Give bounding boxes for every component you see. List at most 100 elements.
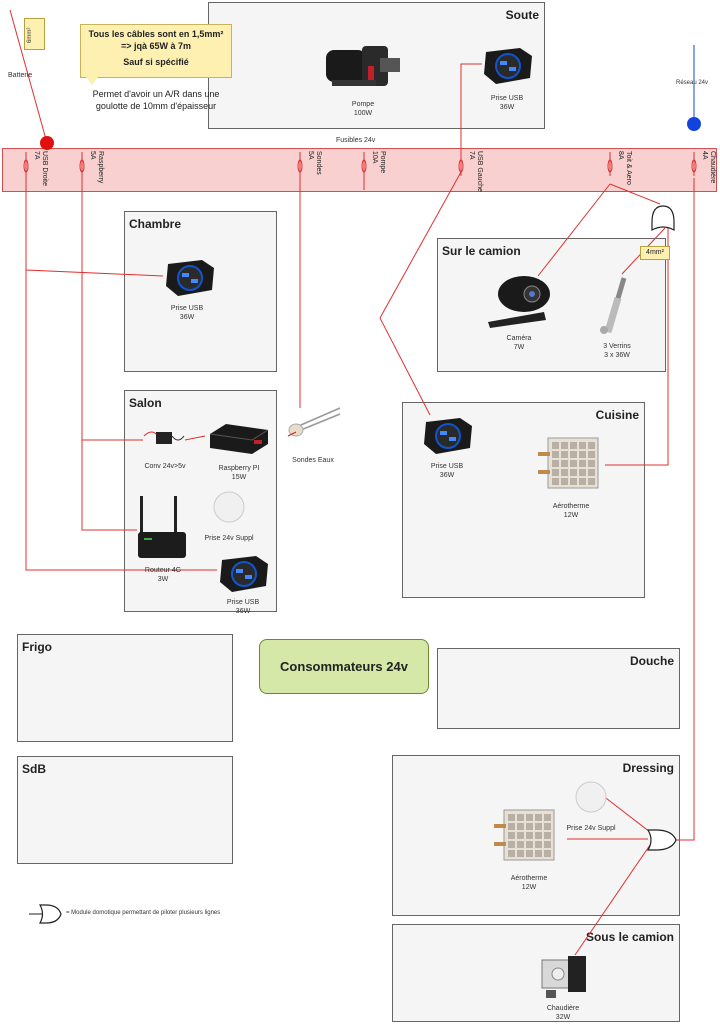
room-title: Dressing [622, 761, 674, 775]
device-power: 36W [179, 314, 195, 321]
wire-size-tag: 4mm² [640, 246, 670, 260]
device-name: Raspberry PI [218, 465, 260, 472]
device-caption: Caméra 7W [496, 334, 542, 352]
device-caption: Prise USB 36W [484, 94, 530, 112]
note-line: Sauf si spécifié [123, 57, 189, 67]
boiler-icon [538, 950, 590, 1002]
device-caption: Prise USB 36W [164, 304, 210, 322]
converter-icon [142, 422, 186, 456]
note-line: Tous les câbles sont en 1,5mm² [88, 29, 224, 39]
heater-icon [492, 804, 564, 872]
device-caption: Routeur 4G 3W [140, 566, 186, 584]
device-power: 12W [521, 884, 537, 891]
device-name: Chaudière [546, 1005, 580, 1012]
duct-note: Permet d'avoir un A/R dans une goulotte … [80, 88, 232, 112]
center-label: Consommateurs 24v [280, 659, 408, 674]
network-node [687, 117, 701, 131]
device-name: Prise USB [226, 599, 260, 606]
note-line: goulotte de 10mm d'épaisseur [95, 101, 217, 111]
device-power: 3 x 36W [604, 352, 630, 359]
device-power: 12W [563, 512, 579, 519]
actuator-icon [596, 272, 636, 336]
room-sous-le-camion: Sous le camion [392, 924, 680, 1022]
fuse-rating: 8A [617, 151, 624, 160]
room-title: SdB [22, 762, 46, 776]
cable-note: Tous les câbles sont en 1,5mm² => jqà 65… [80, 24, 232, 78]
room-title: Sur le camion [442, 244, 521, 258]
legend-text: = Module domotique permettant de piloter… [66, 910, 221, 916]
device-name: Pompe [351, 101, 375, 108]
device-caption: Aérotherme 12W [504, 874, 554, 892]
device-power: 15W [231, 474, 247, 481]
room-frigo: Frigo [17, 634, 233, 742]
room-title: Soute [505, 8, 539, 22]
device-caption: Sondes Eaux [292, 457, 334, 464]
room-title: Salon [129, 396, 162, 410]
device-caption: Chaudière 32W [540, 1004, 586, 1022]
room-title: Cuisine [595, 408, 639, 422]
device-caption: 3 Verrins 3 x 36W [594, 342, 640, 360]
fuse-name: Raspberry [97, 151, 104, 184]
device-caption: Pompe 100W [340, 100, 386, 118]
device-name: Routeur 4G [144, 567, 182, 574]
fuse-name: Sondes [315, 151, 322, 175]
device-power: 7W [513, 344, 525, 351]
device-power: 100W [353, 110, 373, 117]
socket-24v-icon [574, 780, 608, 814]
fuse-rating: 5A [89, 151, 96, 160]
fuse-name: USB Gauche [476, 151, 483, 192]
note-line: Permet d'avoir un A/R dans une [92, 89, 220, 99]
room-douche: Douche [437, 648, 680, 729]
or-gate-top [651, 205, 675, 232]
fuse-bar [2, 148, 717, 192]
device-power: 3W [157, 576, 169, 583]
device-caption: Conv 24v>5v [144, 463, 186, 470]
device-power: 36W [499, 104, 515, 111]
usb-socket-icon [480, 44, 536, 84]
device-caption: Aérotherme 12W [546, 502, 596, 520]
device-name: Caméra [506, 335, 532, 342]
room-title: Chambre [129, 217, 182, 231]
device-caption: Prise USB 36W [424, 462, 470, 480]
heater-icon [536, 432, 606, 496]
fuse-rating: 7A [468, 151, 475, 160]
device-caption: Raspberry PI 15W [214, 464, 264, 482]
water-probe-icon [284, 404, 344, 440]
device-name: Prise USB [430, 463, 464, 470]
or-gate-legend [38, 904, 62, 924]
note-line: => jqà 65W à 7m [120, 41, 192, 51]
device-name: Prise USB [490, 95, 524, 102]
device-power: 36W [439, 472, 455, 479]
fuse-name: USB Droite [41, 151, 48, 187]
device-name: Aérotherme [552, 503, 590, 510]
device-caption: Prise 24v Suppl [204, 535, 254, 542]
pump-icon [322, 36, 404, 94]
battery-cable-tag: 6mm² [24, 18, 45, 50]
fuse-bar-title: Fusibles 24v [336, 137, 376, 144]
camera-icon [484, 270, 556, 328]
device-power: 36W [235, 608, 251, 615]
device-name: Aérotherme [510, 875, 548, 882]
center-label-box: Consommateurs 24v [259, 639, 429, 694]
usb-socket-icon [216, 552, 272, 592]
fuse-name: Pompe [379, 151, 386, 174]
cable-note-pointer [86, 77, 98, 85]
network-label: Réseau 24v [676, 80, 709, 86]
device-power: 32W [555, 1014, 571, 1021]
fuse-rating: 4A [701, 151, 708, 160]
wire-size-label: 4mm² [646, 249, 664, 256]
device-name: 3 Verrins [603, 343, 631, 350]
fuse-rating: 7A [33, 151, 40, 160]
device-caption: Prise 24v Suppl [566, 825, 616, 832]
cable-size-label: 6mm² [27, 27, 33, 43]
room-sdb: SdB [17, 756, 233, 864]
device-name: Prise USB [170, 305, 204, 312]
room-title: Douche [629, 654, 674, 668]
usb-socket-icon [420, 414, 476, 456]
